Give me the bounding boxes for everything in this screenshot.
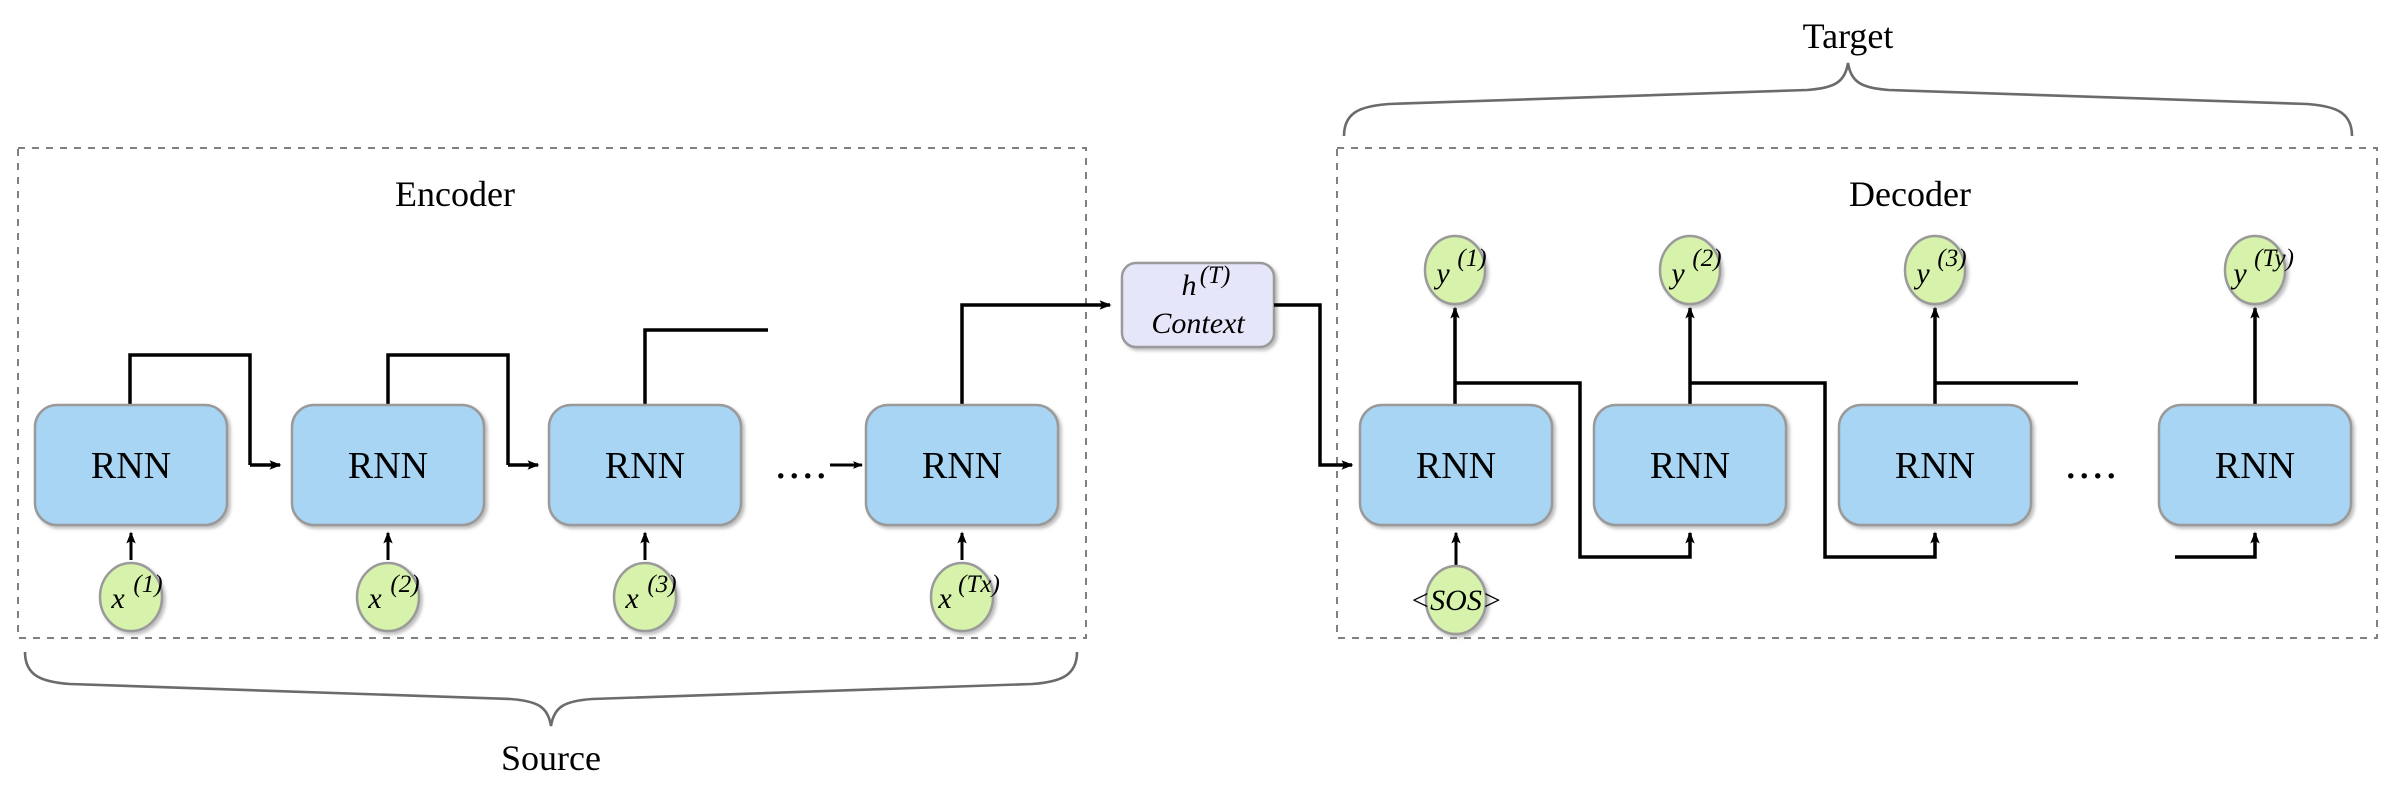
encoder-input-circle-3[interactable] [612,561,678,633]
decoder-feedback-last-stub [2175,531,2260,559]
decoder-panel-label: Decoder [1849,174,1971,214]
decoder-rnn-cell-2[interactable]: RNN [1592,403,1788,527]
decoder-output-circle-3[interactable] [1903,234,1967,306]
encoder-loop-1 [128,353,252,465]
decoder-output-base-3: y [1913,257,1930,290]
decoder-rnn-label-3: RNN [1895,445,1975,487]
context-h-sup: (T) [1200,262,1231,289]
encoder-input-sup-2: (2) [390,571,419,598]
decoder-output-circle-4[interactable] [2223,234,2287,306]
encoder-rnn-cell-4[interactable]: RNN [864,403,1060,527]
encoder-rnn-box-1[interactable] [33,403,229,527]
decoder-output-base-1: y [1433,257,1450,290]
encoder-rnn-cell-3[interactable]: RNN [547,403,743,527]
encoder-input-base-4: x [937,582,952,615]
decoder-rnn-label-4: RNN [2215,445,2295,487]
encoder-rnn-label-3: RNN [605,445,685,487]
encoder-ellipsis: .... [775,437,829,488]
encoder-input-base-2: x [367,582,382,615]
decoder-output-circle-2[interactable] [1658,234,1722,306]
encoder-input-circle-2[interactable] [355,561,421,633]
decoder-output-base-2: y [1668,257,1685,290]
decoder-rnn-label-2: RNN [1650,445,1730,487]
encoder-input-base-3: x [624,582,639,615]
decoder-start-token-label: <SOS> [1410,584,1502,617]
decoder-output-node-1[interactable]: y (1) [1423,234,1487,306]
decoder-feedback-1 [1455,381,1695,559]
encoder-input-circle-1[interactable] [98,561,164,633]
encoder-input-sup-4: (Tx) [958,571,1000,598]
encoder-input-node-1[interactable]: x (1) [98,561,164,633]
decoder-rnn-box-3[interactable] [1837,403,2033,527]
encoder-rnn-box-4[interactable] [864,403,1060,527]
target-brace [1342,62,2354,137]
decoder-output-sup-2: (2) [1692,245,1721,272]
context-h-base: h [1182,269,1197,302]
encoder-input-node-3[interactable]: x (3) [612,561,678,633]
encoder-loop-3 [643,328,768,405]
decoder-output-sup-1: (1) [1457,245,1486,272]
encoder-input-base-1: x [110,582,125,615]
decoder-feedback-2 [1690,381,1940,559]
encoder-input-node-4[interactable]: x (Tx) [929,561,1000,633]
decoder-output-circle-1[interactable] [1423,234,1487,306]
encoder-rnn-cell-1[interactable]: RNN [33,403,229,527]
decoder-output-node-2[interactable]: y (2) [1658,234,1722,306]
encoder-input-sup-3: (3) [647,571,676,598]
decoder-output-base-4: y [2230,257,2247,290]
encoder-rnn-label-4: RNN [922,445,1002,487]
target-brace-label: Target [1803,16,1894,56]
encoder-loop-2 [386,353,510,465]
encoder-rnn-cell-2[interactable]: RNN [290,403,486,527]
context-to-decoder-line [1274,303,1354,470]
decoder-ellipsis: .... [2065,437,2119,488]
decoder-rnn-cell-4[interactable]: RNN [2157,403,2353,527]
source-brace-label: Source [501,738,601,778]
decoder-rnn-label-1: RNN [1416,445,1496,487]
encoder-rnn-box-3[interactable] [547,403,743,527]
encoder-input-circle-4[interactable] [929,561,995,633]
encoder-rnn-box-2[interactable] [290,403,486,527]
encoder-rnn-label-2: RNN [348,445,428,487]
encoder-rnn-label-1: RNN [91,445,171,487]
decoder-rnn-cell-1[interactable]: RNN [1358,403,1554,527]
encoder-panel [17,147,1087,639]
decoder-start-token-node[interactable]: <SOS> [1410,564,1502,636]
decoder-output-sup-3: (3) [1937,245,1966,272]
encoder-panel-label: Encoder [395,174,515,214]
encoder-input-node-2[interactable]: x (2) [355,561,421,633]
source-brace [23,651,1079,727]
context-node[interactable]: h (T) Context [1120,261,1276,349]
encoder-input-sup-1: (1) [133,571,162,598]
decoder-output-sup-4: (Ty) [2254,245,2294,272]
decoder-rnn-box-4[interactable] [2157,403,2353,527]
decoder-rnn-box-2[interactable] [1592,403,1788,527]
encoder-to-context-line [960,300,1112,405]
decoder-rnn-cell-3[interactable]: RNN [1837,403,2033,527]
decoder-rnn-box-1[interactable] [1358,403,1554,527]
decoder-output-node-3[interactable]: y (3) [1903,234,1967,306]
context-label: Context [1151,307,1245,340]
decoder-start-token-circle[interactable] [1424,564,1488,636]
decoder-panel [1336,147,2378,639]
decoder-output-node-4[interactable]: y (Ty) [2223,234,2294,306]
